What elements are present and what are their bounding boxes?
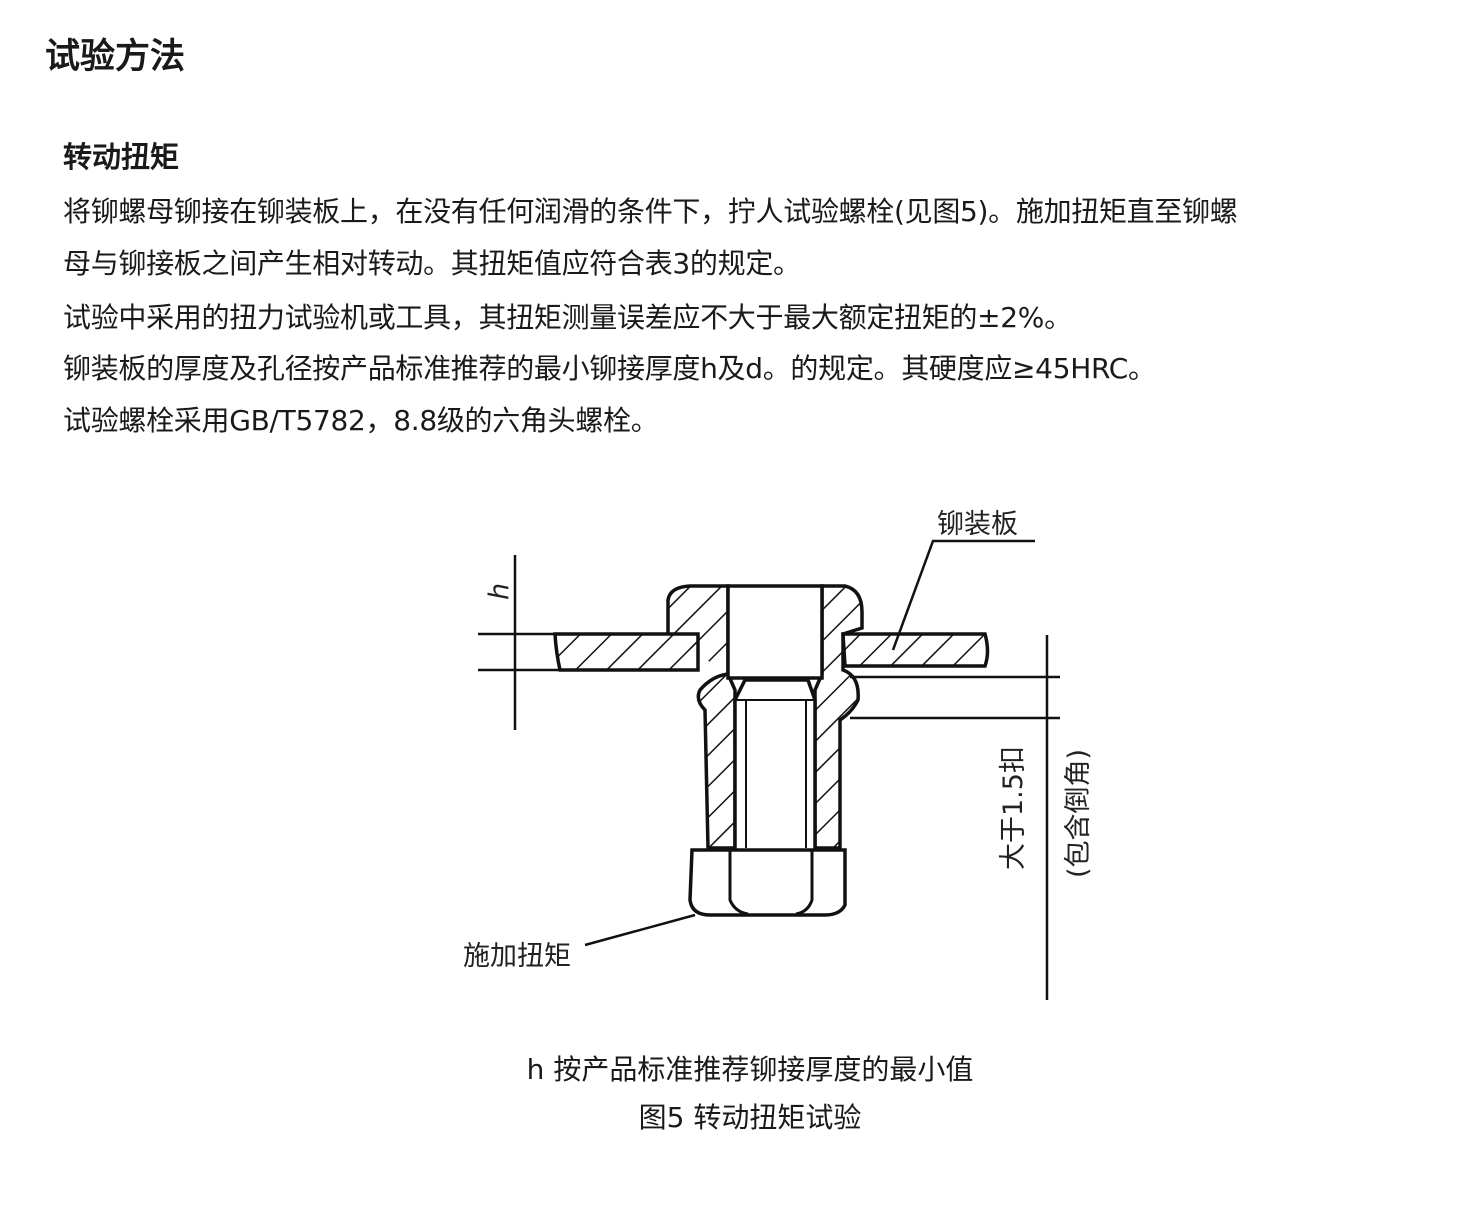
paragraph-line: 试验中采用的扭力试验机或工具，其扭矩测量误差应不大于最大额定扭矩的±2%。 (63, 301, 1072, 334)
torque-label: 施加扭矩 (463, 941, 571, 972)
rivet-nut-left (666, 584, 737, 850)
mounting-plate-left (553, 632, 700, 672)
paragraph-line: 铆装板的厚度及孔径按产品标准推荐的最小铆接厚度h及d。的规定。其硬度应≥45HR… (63, 352, 1156, 385)
rivet-nut-right (813, 584, 864, 850)
hex-bolt-head (688, 848, 847, 917)
paragraph-line: 试验螺栓采用GB/T5782，8.8级的六角头螺栓。 (63, 404, 659, 437)
bolt (733, 678, 817, 848)
chamfer-label: (包含倒角) (1063, 749, 1094, 878)
plate-label: 铆装板 (937, 509, 1018, 540)
paragraph-line: 将铆螺母铆接在铆装板上，在没有任何润滑的条件下，拧人试验螺栓(见图5)。施加扭矩… (63, 195, 1238, 228)
dim-h-label: h (484, 583, 515, 600)
mounting-plate-right (841, 632, 990, 668)
figure-note: h 按产品标准推荐铆接厚度的最小值 (526, 1053, 974, 1086)
thread-length-label: 大于1.5扣 (998, 746, 1029, 870)
paragraph-line: 母与铆接板之间产生相对转动。其扭矩值应符合表3的规定。 (63, 247, 801, 280)
page-title: 试验方法 (45, 37, 186, 77)
section-heading: 转动扭矩 (63, 140, 180, 174)
figure-caption: 图5 转动扭矩试验 (638, 1101, 862, 1134)
